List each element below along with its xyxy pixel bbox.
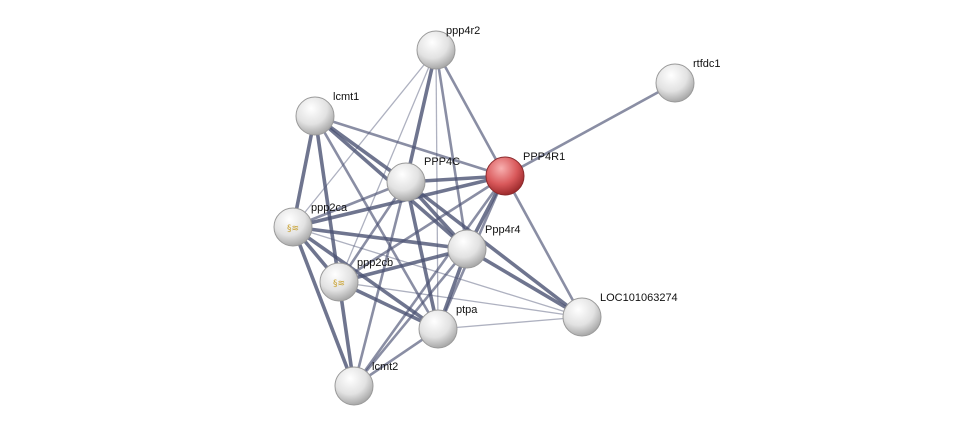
node-ptpa[interactable]: ptpa [418, 304, 478, 349]
edge-ppp4r2-PPP4C[interactable] [404, 49, 438, 183]
node-label: ppp2cb [357, 257, 393, 269]
edge-PPP4R1-rtfdc1[interactable] [504, 81, 676, 178]
node-label: LOC101063274 [600, 292, 678, 304]
protein-node[interactable] [334, 366, 374, 406]
node-LOC101063274[interactable]: LOC101063274 [562, 292, 678, 337]
edge-ppp4r2-ptpa[interactable] [435, 49, 439, 330]
node-label: lcmt1 [333, 91, 359, 103]
edge-ppp2cb-LOC101063274[interactable] [338, 281, 583, 318]
query-protein-node[interactable] [485, 156, 525, 196]
node-label: ppp4r2 [446, 25, 480, 37]
node-label: ptpa [456, 304, 478, 316]
edge-lcmt1-ppp2cb[interactable] [313, 115, 341, 283]
edge-Ppp4r4-LOC101063274[interactable] [466, 247, 583, 319]
edge-ppp4r2-Ppp4r4[interactable] [434, 49, 469, 250]
node-label: Ppp4r4 [485, 224, 520, 236]
edge-ppp4r2-PPP4R1[interactable] [434, 49, 507, 177]
edge-PPP4R1-ppp2cb[interactable] [338, 174, 506, 284]
node-label: rtfdc1 [693, 58, 721, 70]
protein-node[interactable] [295, 96, 335, 136]
edge-lcmt1-PPP4R1[interactable] [314, 114, 506, 178]
edge-ppp4r2-ppp2cb[interactable] [338, 49, 437, 283]
node-ppp2cb[interactable]: §≋ ppp2cb [319, 257, 393, 302]
edge-ppp2ca-lcmt2[interactable] [291, 226, 356, 387]
node-rtfdc1[interactable]: rtfdc1 [655, 58, 721, 103]
edge-PPP4C-LOC101063274[interactable] [404, 180, 584, 319]
edge-PPP4C-ptpa[interactable] [404, 181, 440, 330]
edge-PPP4C-lcmt2[interactable] [352, 181, 408, 387]
edge-ppp2cb-Ppp4r4[interactable] [338, 247, 468, 284]
protein-structure-icon: §≋ [333, 279, 345, 289]
node-label: ppp2ca [311, 202, 348, 214]
protein-node[interactable] [273, 207, 313, 247]
edge-lcmt1-ptpa[interactable] [313, 115, 440, 330]
protein-node[interactable] [418, 309, 458, 349]
node-label: lcmt2 [372, 361, 398, 373]
edge-PPP4R1-ppp2ca[interactable] [292, 174, 506, 229]
node-PPP4C[interactable]: PPP4C [386, 156, 460, 202]
edge-ppp4r2-ppp2ca[interactable] [292, 49, 437, 228]
edge-PPP4R1-lcmt2[interactable] [352, 175, 507, 387]
protein-node[interactable] [386, 162, 426, 202]
protein-node[interactable] [655, 63, 695, 103]
edge-ptpa-LOC101063274[interactable] [437, 316, 583, 330]
node-ppp4r2[interactable]: ppp4r2 [416, 25, 480, 70]
node-PPP4R1[interactable]: PPP4R1 [485, 151, 565, 196]
edge-ppp2ca-Ppp4r4[interactable] [292, 225, 468, 251]
protein-node[interactable] [562, 297, 602, 337]
node-lcmt2[interactable]: lcmt2 [334, 361, 398, 406]
protein-node[interactable] [416, 30, 456, 70]
edge-ppp2ca-LOC101063274[interactable] [292, 226, 583, 318]
edge-PPP4R1-LOC101063274[interactable] [503, 175, 584, 318]
node-label: PPP4R1 [523, 151, 565, 163]
edge-Ppp4r4-lcmt2[interactable] [352, 248, 469, 387]
edge-PPP4C-ppp2ca[interactable] [292, 180, 407, 229]
protein-node[interactable] [319, 262, 359, 302]
protein-structure-icon: §≋ [287, 224, 299, 234]
node-lcmt1[interactable]: lcmt1 [295, 91, 359, 136]
protein-node[interactable] [447, 229, 487, 269]
node-label: PPP4C [424, 156, 460, 168]
node-Ppp4r4[interactable]: Ppp4r4 [447, 224, 520, 269]
node-ppp2ca[interactable]: §≋ ppp2ca [273, 202, 348, 247]
